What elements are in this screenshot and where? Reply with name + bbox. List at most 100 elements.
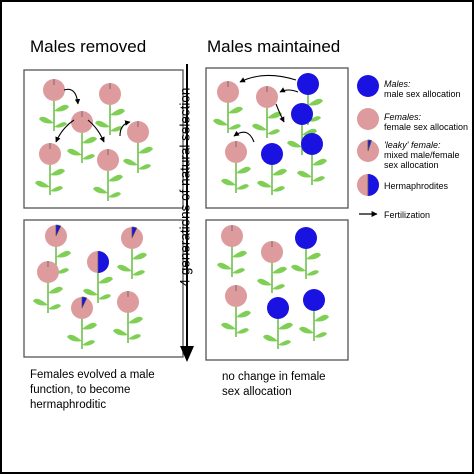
flower-head (217, 81, 239, 103)
caption-left-line3: hermaphroditic (30, 399, 107, 411)
generations-label: 4 generations of natural selection (177, 87, 193, 287)
fertilization-arrow (275, 103, 285, 123)
legend-leaky-text: 'leaky' female: mixed male/female sex al… (384, 140, 460, 170)
legend-herm-title: Hermaphrodites (384, 181, 449, 191)
leaf (267, 111, 282, 119)
female-plant (221, 285, 251, 337)
male-plant (291, 227, 321, 279)
leaf (108, 174, 123, 182)
female-plant (252, 86, 282, 138)
flower-head (267, 297, 289, 319)
leaf (138, 146, 153, 154)
leaf (108, 192, 121, 198)
flower-head (261, 143, 283, 165)
female-plant (113, 291, 143, 343)
leaf (314, 314, 329, 322)
flower-head (297, 73, 319, 95)
leaf (221, 178, 236, 186)
fertilization-arrow (87, 119, 105, 143)
female-plant (221, 141, 251, 193)
leaf (297, 170, 312, 178)
legend-male-title: Males: (384, 79, 411, 89)
leaf (67, 334, 82, 342)
caption-left: Females evolved a male function, to beco… (30, 368, 155, 413)
leaf (128, 316, 143, 324)
flower-head (127, 121, 149, 143)
heading-males-maintained: Males maintained (207, 37, 341, 56)
female-plant (95, 83, 125, 135)
leaf (67, 148, 82, 156)
leaf (306, 270, 319, 276)
fertilization-arrow (119, 120, 131, 137)
flower-head (221, 225, 243, 247)
leaf (312, 158, 327, 166)
fertilization-arrow (63, 88, 81, 105)
flower-head (291, 103, 313, 125)
leaf (278, 340, 291, 346)
leaf (128, 334, 141, 340)
legend-leaky-title: 'leaky' female: (384, 140, 441, 150)
flower-head (261, 241, 283, 263)
caption-left-line1: Females evolved a male (30, 369, 155, 381)
hermaphrodite-plant (83, 251, 113, 303)
leaf (217, 262, 232, 270)
leaf (312, 176, 325, 182)
generation-arrow-head (180, 346, 194, 362)
leaf (83, 288, 98, 296)
leaf (267, 129, 280, 135)
leaf (306, 252, 321, 260)
flower-head (37, 261, 59, 283)
male-plant (257, 143, 287, 195)
leaf (110, 108, 125, 116)
caption-right: no change in female sex allocation (222, 370, 326, 400)
leaf (287, 140, 302, 148)
plants-layer (33, 73, 329, 349)
leaf (33, 298, 48, 306)
leaf (82, 136, 97, 144)
fertilization-arrows-left (55, 88, 131, 143)
leaf (263, 334, 278, 342)
leaf (113, 328, 128, 336)
generations-label-box: 4 generations of natural selection (170, 88, 200, 287)
female-plant (93, 149, 123, 201)
flower-head (97, 149, 119, 171)
legend-female-swatch (357, 108, 379, 130)
leaf (132, 270, 145, 276)
female-plant (213, 81, 243, 133)
leaf (132, 252, 147, 260)
legend-herm-text: Hermaphrodites (384, 181, 448, 191)
leaf (236, 328, 249, 334)
male-allocation-wedge (131, 226, 138, 239)
leaf (272, 266, 287, 274)
male-allocation-wedge (55, 224, 62, 237)
female-plant (67, 111, 97, 163)
flower-head (39, 143, 61, 165)
leaf (221, 322, 236, 330)
flower-head (295, 227, 317, 249)
leaf (272, 284, 285, 290)
legend-male-text: Males: male sex allocation (384, 79, 461, 99)
leaf (95, 120, 110, 128)
flower-head (71, 111, 93, 133)
flower-head (256, 86, 278, 108)
leaf (56, 268, 69, 274)
female-plant (33, 261, 63, 313)
female-plant (217, 225, 247, 277)
male-plant (297, 133, 327, 185)
leaf (228, 124, 241, 130)
leaf (39, 116, 54, 124)
leaf (56, 250, 71, 258)
leaf (291, 264, 306, 272)
leaf (138, 164, 151, 170)
leaf (257, 180, 272, 188)
leaf (50, 186, 63, 192)
fertilization-arrow (279, 87, 299, 93)
leaf (93, 186, 108, 194)
legend-leaky-desc2: sex allocation (384, 160, 439, 170)
leaf (82, 154, 95, 160)
fertilization-arrow (233, 130, 255, 143)
fertilization-arrow (239, 74, 297, 83)
legend-female-title: Females: (384, 112, 422, 122)
leaf (272, 186, 285, 192)
leaf (278, 322, 293, 330)
